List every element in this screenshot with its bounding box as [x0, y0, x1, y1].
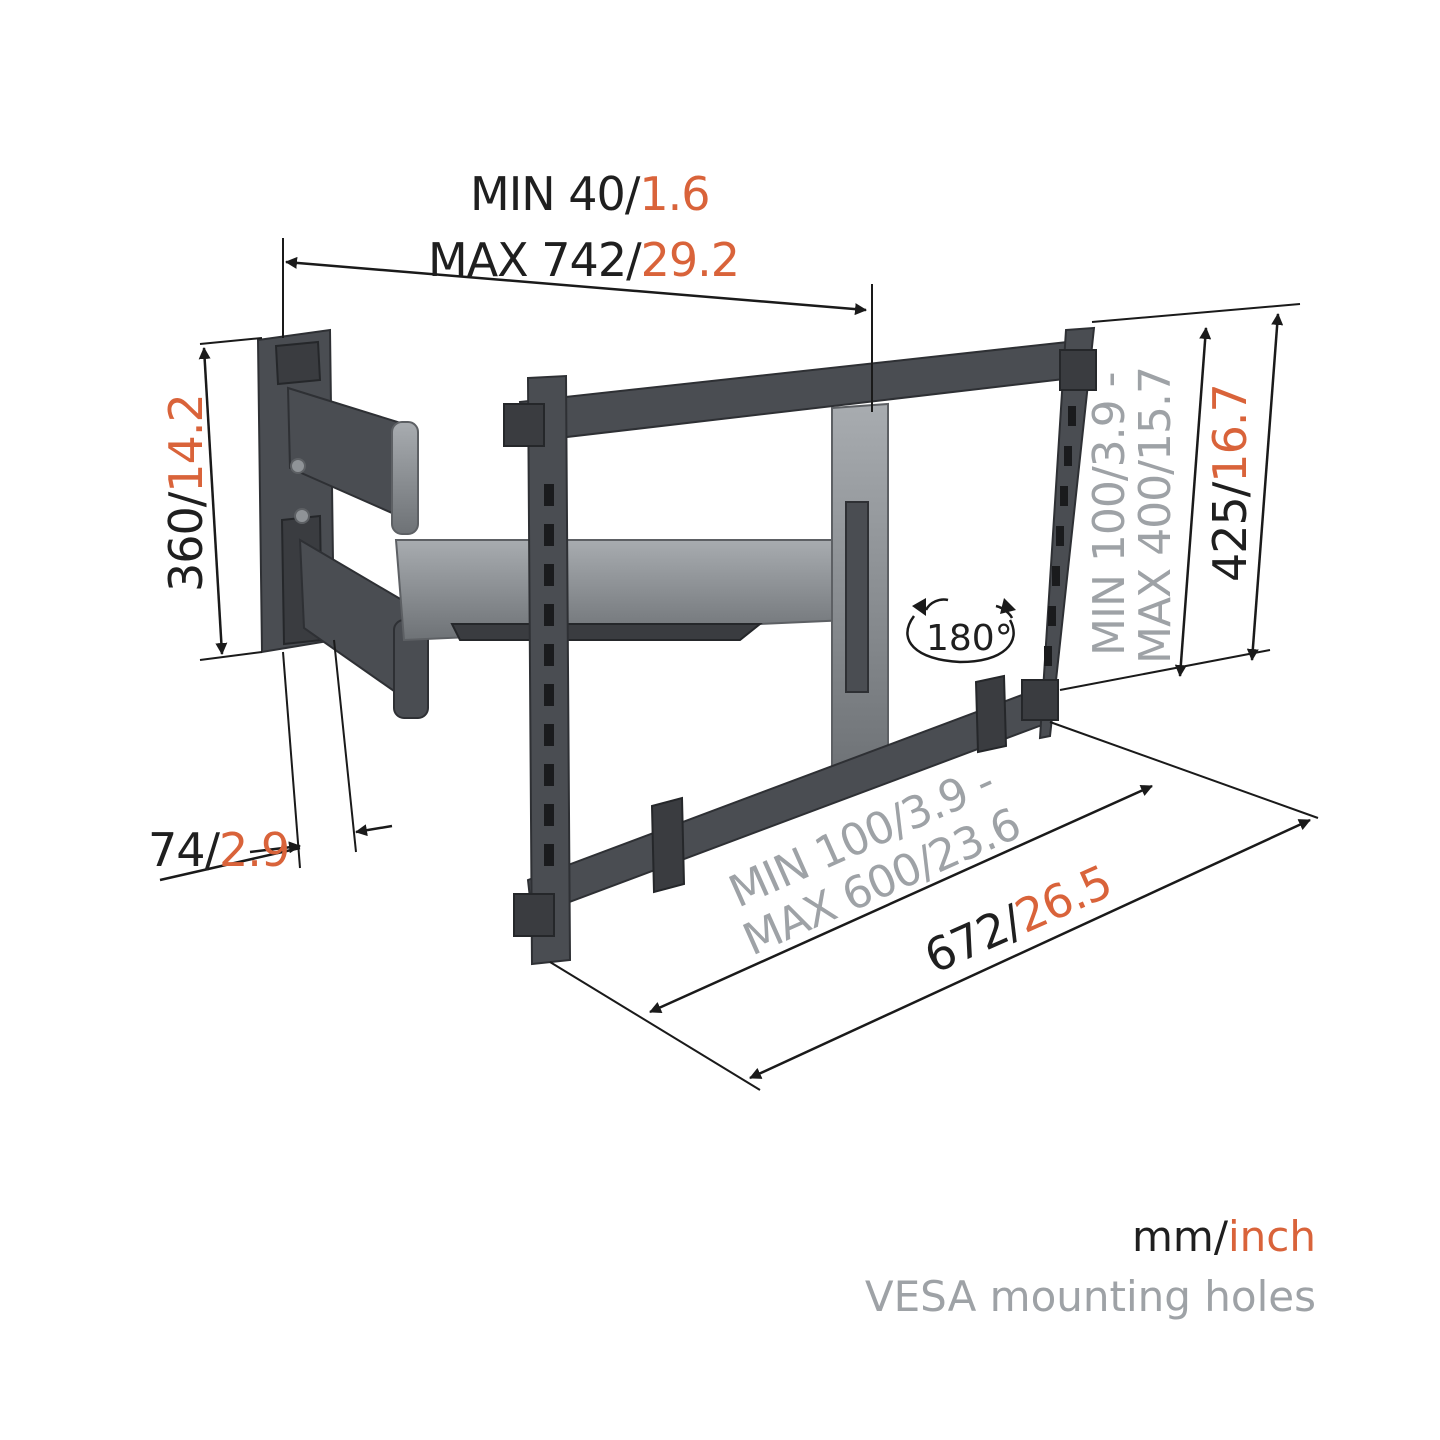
vesa-vertical-arrow: [1174, 327, 1212, 677]
frame-left-bracket: [526, 374, 572, 966]
frame-right-bracket: [1038, 326, 1096, 740]
extension-arrow: [285, 256, 867, 316]
frame-height-label: 425/16.7: [1203, 384, 1257, 582]
units-legend: mm/inch: [1132, 1212, 1316, 1261]
units-inch: inch: [1228, 1212, 1316, 1261]
vesa-vertical-min-label: MIN 100/3.9 -: [1084, 373, 1135, 656]
dimension-arrows: [159, 256, 1311, 1080]
rotation-arrows-icon: [906, 598, 1016, 664]
rotation-label: 180°: [926, 618, 1013, 659]
lower-arm: [298, 538, 406, 700]
frame-top-rail: [518, 338, 1092, 444]
depth-arrow: [249, 841, 301, 854]
depth-label: 74/2.9: [148, 823, 289, 877]
frame-width-arrow: [749, 818, 1311, 1080]
extension-min-label: MIN 40/1.6: [470, 167, 709, 221]
extension-max-label: MAX 742/29.2: [428, 233, 739, 287]
extension-lines: [199, 238, 1319, 1091]
units-mm: mm/: [1132, 1212, 1228, 1261]
rotation-indicator: 180°: [906, 598, 1016, 664]
wall-plate-height-label: 360/14.2: [159, 394, 213, 592]
vesa-vertical-max-label: MAX 400/15.7: [1130, 367, 1181, 664]
frame-height-arrow: [1246, 313, 1284, 661]
wall-plate-height-arrow: [198, 347, 228, 655]
vesa-legend: VESA mounting holes: [864, 1272, 1316, 1321]
